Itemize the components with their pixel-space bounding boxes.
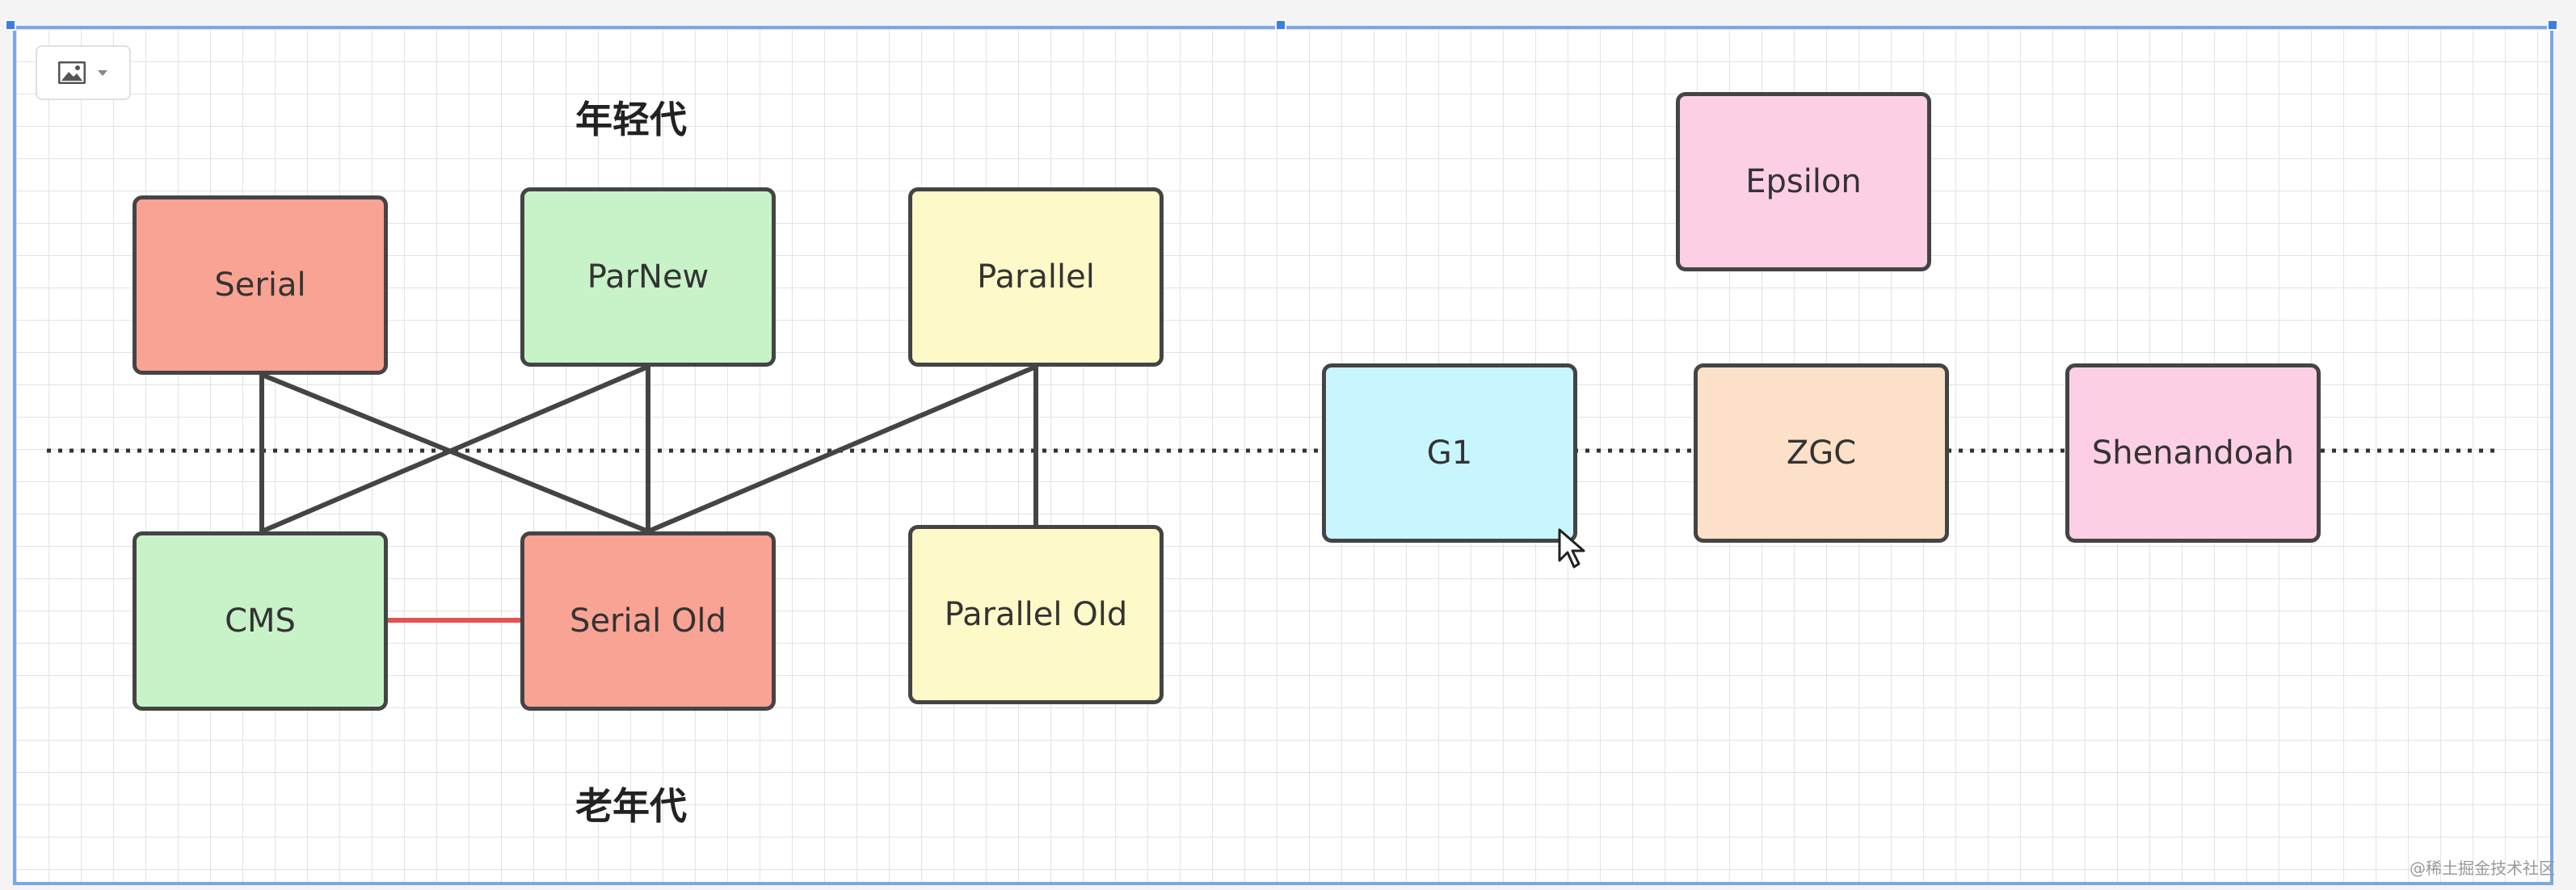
collector-parallel[interactable]: Parallel — [908, 187, 1164, 367]
collector-parallel-old[interactable]: Parallel Old — [908, 525, 1164, 704]
collector-epsilon[interactable]: Epsilon — [1676, 92, 1931, 271]
link-parallel-serialold — [646, 364, 1038, 534]
collector-serial-old[interactable]: Serial Old — [520, 531, 776, 711]
collector-cms[interactable]: CMS — [133, 531, 388, 711]
collector-shenandoah[interactable]: Shenandoah — [2065, 363, 2321, 543]
image-icon — [58, 61, 86, 84]
caret-down-icon — [98, 70, 107, 76]
mouse-cursor-icon — [1558, 528, 1585, 569]
image-toolbar-button[interactable] — [36, 45, 131, 100]
link-serial-serialold — [260, 372, 650, 534]
selection-handle-top-center[interactable] — [1275, 19, 1286, 31]
collector-parnew[interactable]: ParNew — [520, 187, 776, 367]
old-gen-label: 老年代 — [575, 784, 687, 828]
young-gen-label: 年轻代 — [575, 98, 687, 141]
link-parnew-cms — [260, 364, 650, 534]
watermark: @稀土掘金技术社区 — [2410, 859, 2555, 878]
selection-handle-top-left[interactable] — [5, 19, 16, 31]
collector-g1[interactable]: G1 — [1322, 363, 1577, 543]
collector-serial[interactable]: Serial — [133, 195, 388, 375]
selection-handle-top-right[interactable] — [2547, 19, 2558, 31]
collector-zgc[interactable]: ZGC — [1694, 363, 1949, 543]
